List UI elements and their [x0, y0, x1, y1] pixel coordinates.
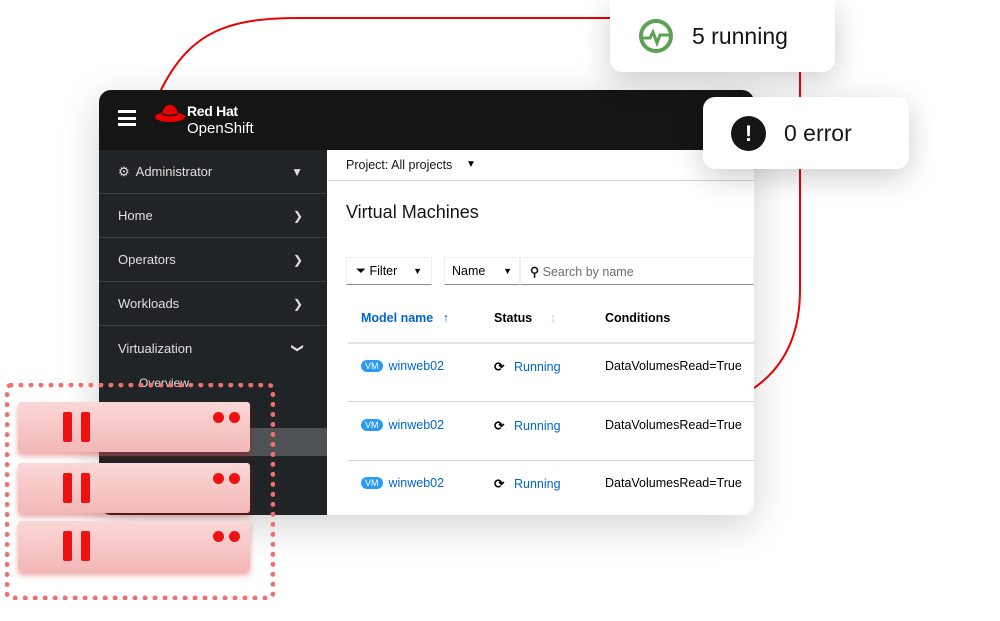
- table-row[interactable]: VM winweb02: [361, 418, 444, 432]
- sidebar-item-virtualization[interactable]: Virtualization ❯: [99, 326, 327, 370]
- exclamation-icon: !: [731, 115, 766, 151]
- status-cell: ⟳ Running: [494, 418, 561, 433]
- header-divider: [348, 342, 754, 344]
- chevron-right-icon: ❯: [292, 252, 303, 267]
- status-link[interactable]: Running: [513, 477, 561, 491]
- filter-icon: ⏷: [356, 264, 367, 278]
- gears-icon: ⚙: [118, 163, 130, 179]
- sidebar-item-operators[interactable]: Operators ❯: [99, 238, 327, 282]
- sort-ascending-icon: ↑: [442, 311, 449, 325]
- vm-name-link[interactable]: winweb02: [388, 476, 445, 490]
- sidebar-item-label: Home: [118, 208, 153, 223]
- sidebar-item-label: Operators: [118, 252, 176, 267]
- chevron-down-icon: ❯: [290, 342, 305, 354]
- perspective-switcher[interactable]: ⚙ Administrator ▼: [99, 150, 327, 194]
- vm-badge: VM: [361, 477, 383, 489]
- masthead: Red Hat OpenShift: [99, 90, 754, 150]
- vm-badge: VM: [361, 360, 383, 372]
- caret-down-icon: ▼: [503, 266, 512, 276]
- sidebar-item-label: Virtualization: [118, 340, 193, 356]
- status-cell: ⟳ Running: [494, 359, 561, 374]
- status-link[interactable]: Running: [513, 360, 561, 374]
- main-content: Project: All projects ▼ Virtual Machines…: [328, 150, 754, 515]
- row-divider: [348, 460, 754, 461]
- attribute-dropdown[interactable]: Name ▼: [444, 257, 520, 285]
- project-selector[interactable]: Project: All projects: [346, 158, 453, 172]
- chevron-right-icon: ❯: [292, 208, 303, 223]
- sidebar-item-home[interactable]: Home ❯: [99, 194, 327, 238]
- filter-dropdown[interactable]: ⏷ Filter ▼: [346, 257, 432, 285]
- dotted-frame: [5, 383, 275, 600]
- page-title: Virtual Machines: [346, 202, 479, 222]
- caret-down-icon: ▼: [291, 164, 303, 179]
- heartbeat-icon: [639, 19, 673, 53]
- filter-label: Filter: [369, 264, 398, 278]
- table-row[interactable]: VM winweb02: [361, 359, 444, 373]
- conditions-cell: DataVolumesRead=True: [605, 418, 742, 432]
- status-cell: ⟳ Running: [494, 476, 561, 491]
- brand-product: OpenShift: [187, 120, 254, 137]
- sync-icon: ⟳: [494, 477, 505, 491]
- search-placeholder: Search by name: [542, 265, 634, 279]
- sync-icon: ⟳: [494, 419, 505, 433]
- vm-name-link[interactable]: winweb02: [388, 418, 445, 432]
- perspective-label: Administrator: [135, 164, 213, 179]
- status-link[interactable]: Running: [513, 419, 561, 433]
- brand-name: Red Hat: [187, 103, 238, 119]
- hamburger-menu-icon[interactable]: [118, 110, 136, 126]
- error-card: ! 0 error: [703, 97, 909, 169]
- column-header-model-name[interactable]: Model name ↑: [361, 311, 449, 325]
- caret-down-icon: ▼: [413, 266, 422, 276]
- attribute-label: Name: [452, 264, 486, 278]
- project-bar: Project: All projects ▼: [328, 150, 754, 181]
- conditions-cell: DataVolumesRead=True: [605, 359, 742, 373]
- vm-name-link[interactable]: winweb02: [388, 359, 445, 373]
- column-header-conditions: Conditions: [605, 311, 671, 325]
- chevron-right-icon: ❯: [292, 296, 303, 311]
- table-row[interactable]: VM winweb02: [361, 476, 444, 490]
- column-label: Model name: [361, 311, 434, 325]
- row-divider: [348, 401, 754, 402]
- column-header-status[interactable]: Status ↕: [494, 311, 556, 325]
- conditions-cell: DataVolumesRead=True: [605, 476, 742, 490]
- error-count: 0 error: [784, 119, 852, 146]
- vm-badge: VM: [361, 419, 383, 431]
- column-label: Status: [494, 311, 533, 325]
- search-input[interactable]: ⚲ Search by name: [520, 257, 754, 285]
- search-icon: ⚲: [530, 265, 540, 279]
- sidebar-item-label: Workloads: [118, 296, 180, 311]
- sidebar-item-workloads[interactable]: Workloads ❯: [99, 282, 327, 326]
- openshift-window: Red Hat OpenShift ⚙Administrator▼ Home❯ …: [99, 90, 754, 515]
- running-card: 5 running: [610, 0, 835, 72]
- sort-icon: ↕: [549, 311, 556, 325]
- sync-icon: ⟳: [494, 360, 505, 374]
- red-hat-logo-icon: [155, 105, 185, 122]
- caret-down-icon: ▼: [466, 159, 476, 170]
- running-count: 5 running: [692, 22, 788, 49]
